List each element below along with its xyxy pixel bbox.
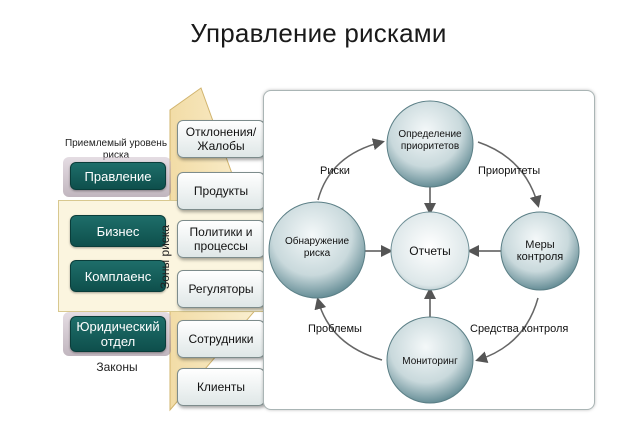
edge-priorities-label: Приоритеты [478, 165, 541, 177]
node-prioritization-label: Определение приоритетов [398, 129, 462, 152]
edge-risks-label: Риски [320, 165, 350, 177]
acceptable-level-label: Приемлемый уровень риска [64, 138, 168, 161]
node-monitoring-label: Мониторинг [402, 356, 458, 367]
stakeholder-employees[interactable]: Сотрудники [177, 320, 265, 358]
node-detection-label: Обнаружение риска [284, 236, 350, 259]
edge-controls-label: Средства контроля [470, 323, 569, 335]
node-controls-label: Меры контроля [516, 239, 564, 263]
pill-legal[interactable]: Юридический отдел [70, 316, 166, 352]
page-title: Управление рисками [190, 18, 447, 48]
stakeholder-policies[interactable]: Политики и процессы [177, 220, 265, 258]
node-reports [390, 211, 470, 291]
node-reports-label: Отчеты [409, 244, 451, 258]
arc-problems [314, 297, 383, 361]
pill-compliance[interactable]: Комплаенс [70, 260, 166, 292]
stakeholder-products[interactable]: Продукты [177, 172, 265, 210]
arc-controls [475, 297, 539, 363]
node-prioritization [386, 100, 474, 188]
pill-board[interactable]: Правление [70, 162, 166, 190]
edge-problems-label: Проблемы [308, 323, 362, 335]
laws-label: Законы [96, 360, 138, 374]
arc-risks [317, 138, 385, 201]
node-monitoring [386, 316, 474, 404]
arc-priorities [477, 141, 542, 208]
stakeholder-clients[interactable]: Клиенты [177, 368, 265, 406]
node-controls [500, 211, 580, 291]
pill-business[interactable]: Бизнес [70, 215, 166, 247]
node-detection [268, 201, 366, 299]
